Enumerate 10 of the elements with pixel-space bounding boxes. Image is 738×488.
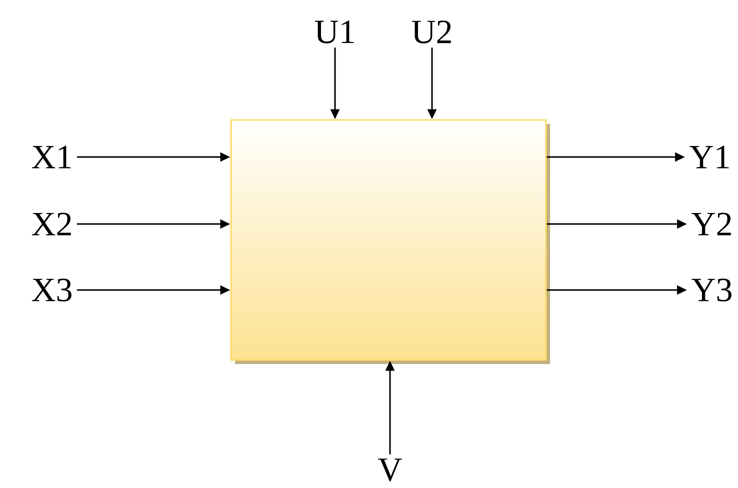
signal-label: X1: [32, 146, 71, 168]
signal-label: U2: [412, 20, 451, 44]
signal-label: X2: [32, 212, 71, 236]
signal-label: V: [378, 458, 402, 482]
process-box: [230, 119, 550, 364]
signal-label: Y1: [690, 146, 729, 168]
signal-label: Y3: [692, 278, 732, 302]
signal-label: X3: [32, 278, 72, 302]
signal-label: U1: [314, 20, 354, 44]
signal-label: Y2: [692, 212, 731, 236]
